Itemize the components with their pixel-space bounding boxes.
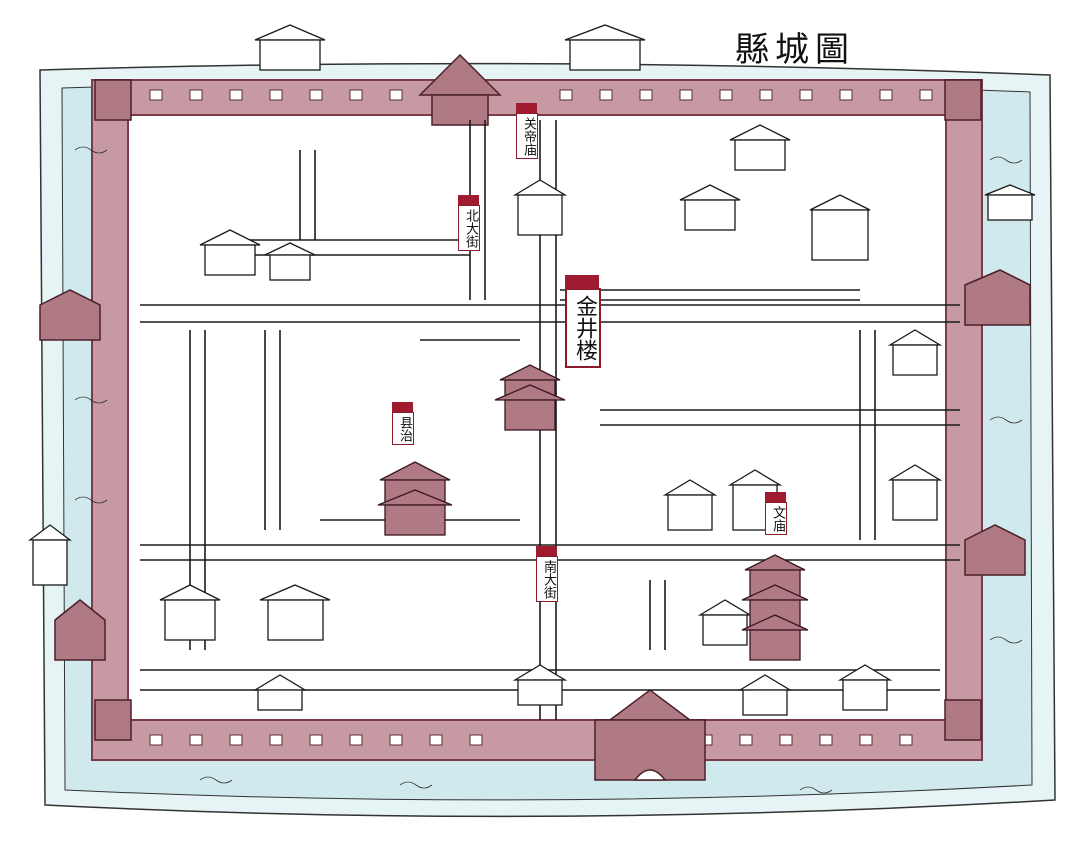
buildings xyxy=(28,24,1036,716)
map-title: 縣城圖 xyxy=(735,30,855,70)
marker-nandajie[interactable]: 南大街 xyxy=(535,546,558,602)
landmark-buildings xyxy=(377,364,809,661)
marker-guandimiao[interactable]: 关帝庙 xyxy=(515,103,538,159)
moat-waves xyxy=(74,146,1023,794)
marker-wenmiao[interactable]: 文庙 xyxy=(764,492,787,535)
marker-jinjinglou[interactable]: 金井楼 xyxy=(565,275,601,368)
marker-beidajie[interactable]: 北大街 xyxy=(457,195,480,251)
marker-xianzhi[interactable]: 县治 xyxy=(391,402,414,445)
gate-towers xyxy=(39,53,1031,781)
